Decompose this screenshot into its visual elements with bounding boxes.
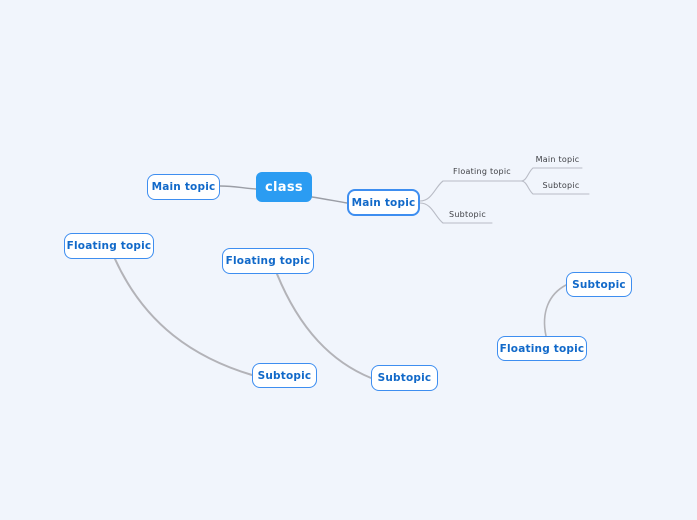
connector-floatingright-to-subtopic [543,284,567,337]
connector-branchfloating-to-branchmain [520,167,534,182]
topic-subtopic-top-right[interactable]: Subtopic [566,272,632,297]
topic-branch-subtopic-right[interactable]: Subtopic [542,181,580,190]
topic-branch-subtopic-below[interactable]: Subtopic [449,210,486,219]
connector-branchfloating-to-branchsubtopicright [520,180,534,195]
connector-root-to-mainright [311,196,348,204]
topic-root-class[interactable]: class [256,172,312,202]
connector-mainright-to-branchsubtopic [419,202,444,224]
topic-subtopic-bottom-center[interactable]: Subtopic [371,365,438,391]
topic-subtopic-bottom-left[interactable]: Subtopic [252,363,317,388]
topic-main-right[interactable]: Main topic [347,189,420,216]
topic-floating-center[interactable]: Floating topic [222,248,314,274]
topic-floating-right[interactable]: Floating topic [497,336,587,361]
connector-mainleft-to-root [219,185,257,190]
connector-mainright-to-branchfloating [419,180,444,202]
topic-floating-left[interactable]: Floating topic [64,233,154,259]
topic-main-left[interactable]: Main topic [147,174,220,200]
topic-branch-floating[interactable]: Floating topic [453,167,511,176]
connector-floatingleft-to-subtopic [114,258,253,376]
topic-branch-main[interactable]: Main topic [535,155,580,164]
